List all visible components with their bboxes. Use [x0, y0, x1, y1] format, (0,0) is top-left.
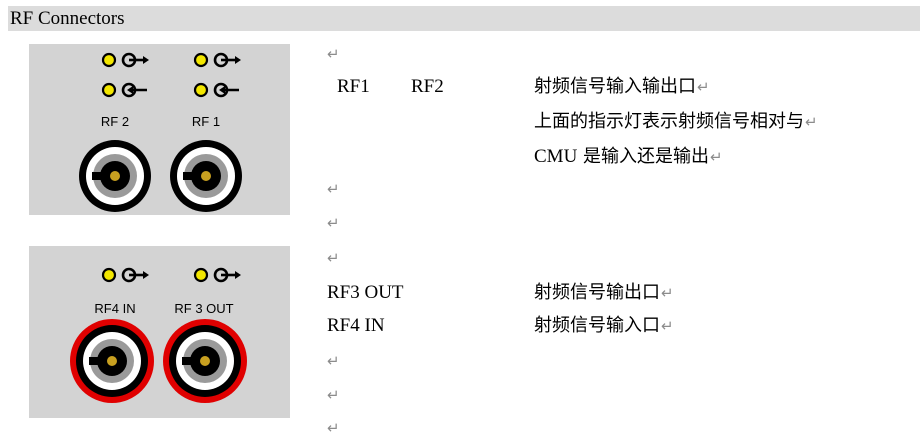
rf2-term: RF2 — [411, 76, 444, 97]
paragraph-mark: ↵ — [327, 180, 340, 198]
rf4-in-label: RF4 IN — [94, 301, 135, 316]
rf3-out-term: RF3 OUT — [327, 282, 404, 303]
rf3-out-connector — [163, 319, 247, 403]
paragraph-mark: ↵ — [327, 419, 340, 437]
rf3-rf4-front-panel: RF4 IN RF 3 OUT — [70, 267, 247, 403]
paragraph-mark: ↵ — [327, 352, 340, 370]
rf1-output-led — [193, 52, 241, 68]
rf3-out-led — [193, 267, 241, 283]
rf12-description-line3: CMU 是输入还是输出↵ — [534, 146, 723, 167]
rf4-in-connector — [70, 319, 154, 403]
rf2-connector — [79, 140, 151, 212]
section-header: RF Connectors — [8, 6, 920, 31]
rf1-input-led — [193, 82, 239, 98]
rf2-label: RF 2 — [101, 114, 129, 129]
rf3-out-description: 射频信号输出口↵ — [534, 282, 674, 303]
rf4-in-term: RF4 IN — [327, 315, 385, 336]
rf1-connector — [170, 140, 242, 212]
rf1-rf2-front-panel: RF 2 RF 1 — [79, 52, 242, 212]
paragraph-mark: ↵ — [327, 386, 340, 404]
paragraph-mark: ↵ — [327, 45, 340, 63]
rf1-rf2-panel-image: RF 2 RF 1 — [29, 44, 290, 215]
rf3-rf4-panel-image: RF4 IN RF 3 OUT — [29, 246, 290, 418]
rf3-out-label: RF 3 OUT — [174, 301, 233, 316]
rf2-output-led — [101, 52, 149, 68]
rf1-term: RF1 — [337, 76, 370, 97]
section-title: RF Connectors — [10, 8, 125, 29]
paragraph-mark: ↵ — [327, 249, 340, 267]
rf12-description-line2: 上面的指示灯表示射频信号相对与↵ — [534, 111, 818, 132]
rf4-in-led — [101, 267, 149, 283]
rf4-in-description: 射频信号输入口↵ — [534, 315, 674, 336]
rf12-description-line1: 射频信号输入输出口↵ — [534, 76, 710, 97]
rf1-label: RF 1 — [192, 114, 220, 129]
rf2-input-led — [101, 82, 147, 98]
paragraph-mark: ↵ — [327, 214, 340, 232]
